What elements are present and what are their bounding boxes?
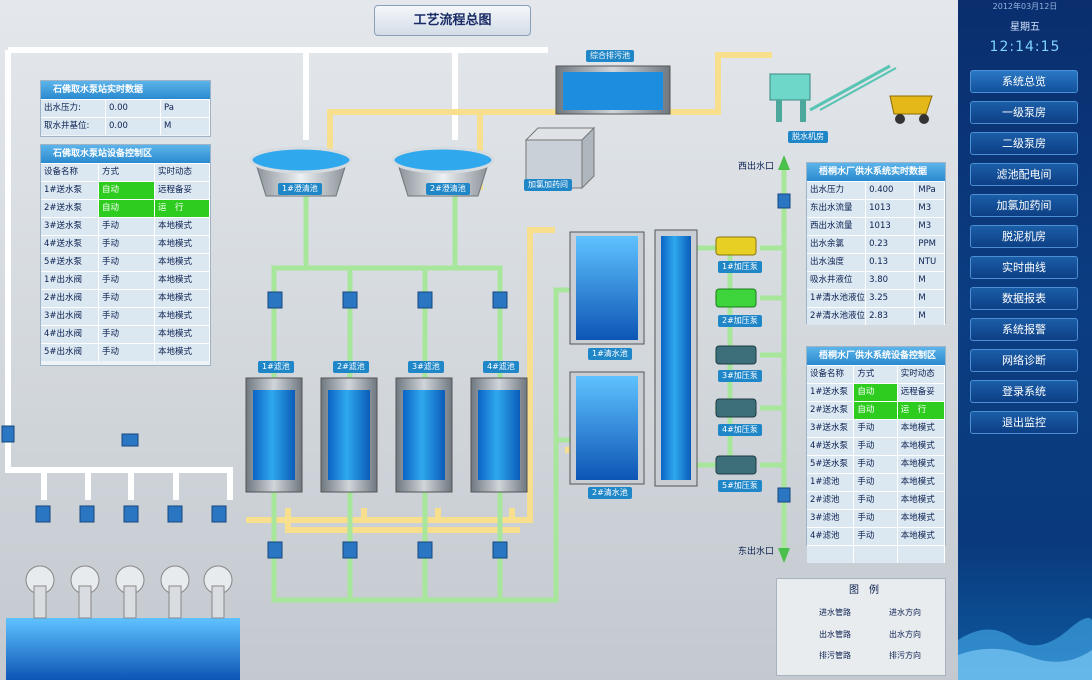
table-row[interactable]: 2#出水阀手动本地模式 [41, 289, 210, 307]
table-row[interactable]: 2#送水泵自动运 行 [41, 199, 210, 217]
label-sewage-tank: 综合排污池 [586, 50, 634, 62]
table-row[interactable]: 4#送水泵手动本地模式 [41, 235, 210, 253]
legend-item-drain-pipe: 排污管路 [819, 651, 851, 660]
table-row[interactable] [807, 545, 945, 563]
clearwater-tanks [569, 229, 698, 487]
nav-data-reports[interactable]: 数据报表 [970, 287, 1078, 310]
label-west-outlet: 西出水口 [738, 162, 775, 172]
table-row[interactable]: 5#送水泵手动本地模式 [41, 253, 210, 271]
nav-primary-pump-room[interactable]: 一级泵房 [970, 101, 1078, 124]
water-splash-decoration [958, 618, 1092, 680]
supply-control-panel: 梧桐水厂供水系统设备控制区 设备名称方式实时动态 1#送水泵自动远程备妥 2#送… [806, 346, 946, 563]
intake-control-title: 石佛取水泵站设备控制区 [41, 145, 210, 163]
nav-dewatering-room[interactable]: 脱泥机房 [970, 225, 1078, 248]
filter-tanks [245, 377, 528, 493]
nav-realtime-curves[interactable]: 实时曲线 [970, 256, 1078, 279]
table-row[interactable]: 4#出水阀手动本地模式 [41, 325, 210, 343]
supply-realtime-title: 梧桐水厂供水系统实时数据 [807, 163, 945, 181]
nav-filter-distribution[interactable]: 滤池配电间 [970, 163, 1078, 186]
clock-display: 12:14:15 [989, 39, 1061, 55]
legend-item-inlet-flow: 进水方向 [889, 608, 921, 617]
table-row[interactable]: 2#送水泵自动运 行 [807, 401, 945, 419]
label-dewatering: 脱水机房 [788, 131, 828, 143]
label-chlorination: 加氯加药间 [524, 179, 572, 191]
nav-chlorination-room[interactable]: 加氯加药间 [970, 194, 1078, 217]
table-header: 设备名称方式实时动态 [807, 365, 945, 383]
dewatering-equipment [769, 64, 897, 122]
table-row[interactable]: 3#滤池手动本地模式 [807, 509, 945, 527]
label-clarifier-2: 2#澄清池 [426, 183, 470, 195]
table-row[interactable]: 1#滤池手动本地模式 [807, 473, 945, 491]
intake-basin [6, 618, 240, 680]
label-clearwater-1: 1#清水池 [588, 348, 632, 360]
supply-control-title: 梧桐水厂供水系统设备控制区 [807, 347, 945, 365]
nav-network-diagnostics[interactable]: 网络诊断 [970, 349, 1078, 372]
label-clarifier-1: 1#澄清池 [278, 183, 322, 195]
table-row[interactable]: 5#送水泵手动本地模式 [807, 455, 945, 473]
label-booster-3: 3#加压泵 [718, 370, 762, 382]
legend-item-outlet-pipe: 出水管路 [819, 630, 851, 639]
label-filter-3: 3#滤池 [408, 361, 444, 373]
label-booster-4: 4#加压泵 [718, 424, 762, 436]
label-booster-5: 5#加压泵 [718, 480, 762, 492]
valves [1, 193, 791, 559]
weekday-display: 星期五 [1010, 22, 1040, 33]
west-outlet-arrow [778, 155, 790, 170]
label-booster-1: 1#加压泵 [718, 261, 762, 273]
date-display: 2012年03月12日 [992, 2, 1058, 11]
legend-title: 图 例 [849, 585, 879, 596]
intake-control-panel: 石佛取水泵站设备控制区 设备名称方式实时动态 1#送水泵自动远程备妥 2#送水泵… [40, 144, 211, 366]
nav-system-alarms[interactable]: 系统报警 [970, 318, 1078, 341]
table-row[interactable]: 3#送水泵手动本地模式 [807, 419, 945, 437]
process-canvas: 工艺流程总图 综合排污池 脱水机房 1#澄清池 2#澄清池 加氯加药间 1#滤池… [0, 0, 958, 680]
label-clearwater-2: 2#清水池 [588, 487, 632, 499]
intake-realtime-title: 石佛取水泵站实时数据 [41, 81, 210, 99]
table-row[interactable]: 1#送水泵自动远程备妥 [807, 383, 945, 401]
table-row[interactable]: 4#送水泵手动本地模式 [807, 437, 945, 455]
intake-pumps [25, 565, 233, 619]
page-title: 工艺流程总图 [374, 5, 531, 36]
table-row[interactable]: 2#滤池手动本地模式 [807, 491, 945, 509]
table-row[interactable]: 3#出水阀手动本地模式 [41, 307, 210, 325]
legend-item-outlet-flow: 出水方向 [889, 630, 921, 639]
nav-exit-monitoring[interactable]: 退出监控 [970, 411, 1078, 434]
label-filter-1: 1#滤池 [258, 361, 294, 373]
table-row[interactable]: 5#出水阀手动本地模式 [41, 343, 210, 361]
nav-secondary-pump-room[interactable]: 二级泵房 [970, 132, 1078, 155]
label-east-outlet: 东出水口 [738, 547, 775, 557]
booster-pumps [715, 236, 757, 475]
legend-item-drain-flow: 排污方向 [889, 651, 921, 660]
table-row[interactable]: 4#滤池手动本地模式 [807, 527, 945, 545]
label-filter-4: 4#滤池 [483, 361, 519, 373]
table-row[interactable]: 1#出水阀手动本地模式 [41, 271, 210, 289]
nav-login-system[interactable]: 登录系统 [970, 380, 1078, 403]
sewage-tank-shape [555, 65, 671, 115]
dump-truck [889, 95, 933, 124]
table-row[interactable]: 1#送水泵自动远程备妥 [41, 181, 210, 199]
label-booster-2: 2#加压泵 [718, 315, 762, 327]
inlet-pipes [5, 47, 548, 500]
table-row[interactable]: 3#送水泵手动本地模式 [41, 217, 210, 235]
process-diagram [1, 47, 933, 680]
label-filter-2: 2#滤池 [333, 361, 369, 373]
table-header: 设备名称方式实时动态 [41, 163, 210, 181]
legend-panel: 图 例 进水管路 进水方向 出水管路 出水方向 排污管路 排污方向 [776, 578, 946, 676]
legend-item-inlet-pipe: 进水管路 [819, 608, 851, 617]
nav-system-overview[interactable]: 系统总览 [970, 70, 1078, 93]
east-outlet-arrow [778, 548, 790, 563]
sidebar: 2012年03月12日 星期五 12:14:15 系统总览 一级泵房 二级泵房 … [958, 0, 1092, 680]
